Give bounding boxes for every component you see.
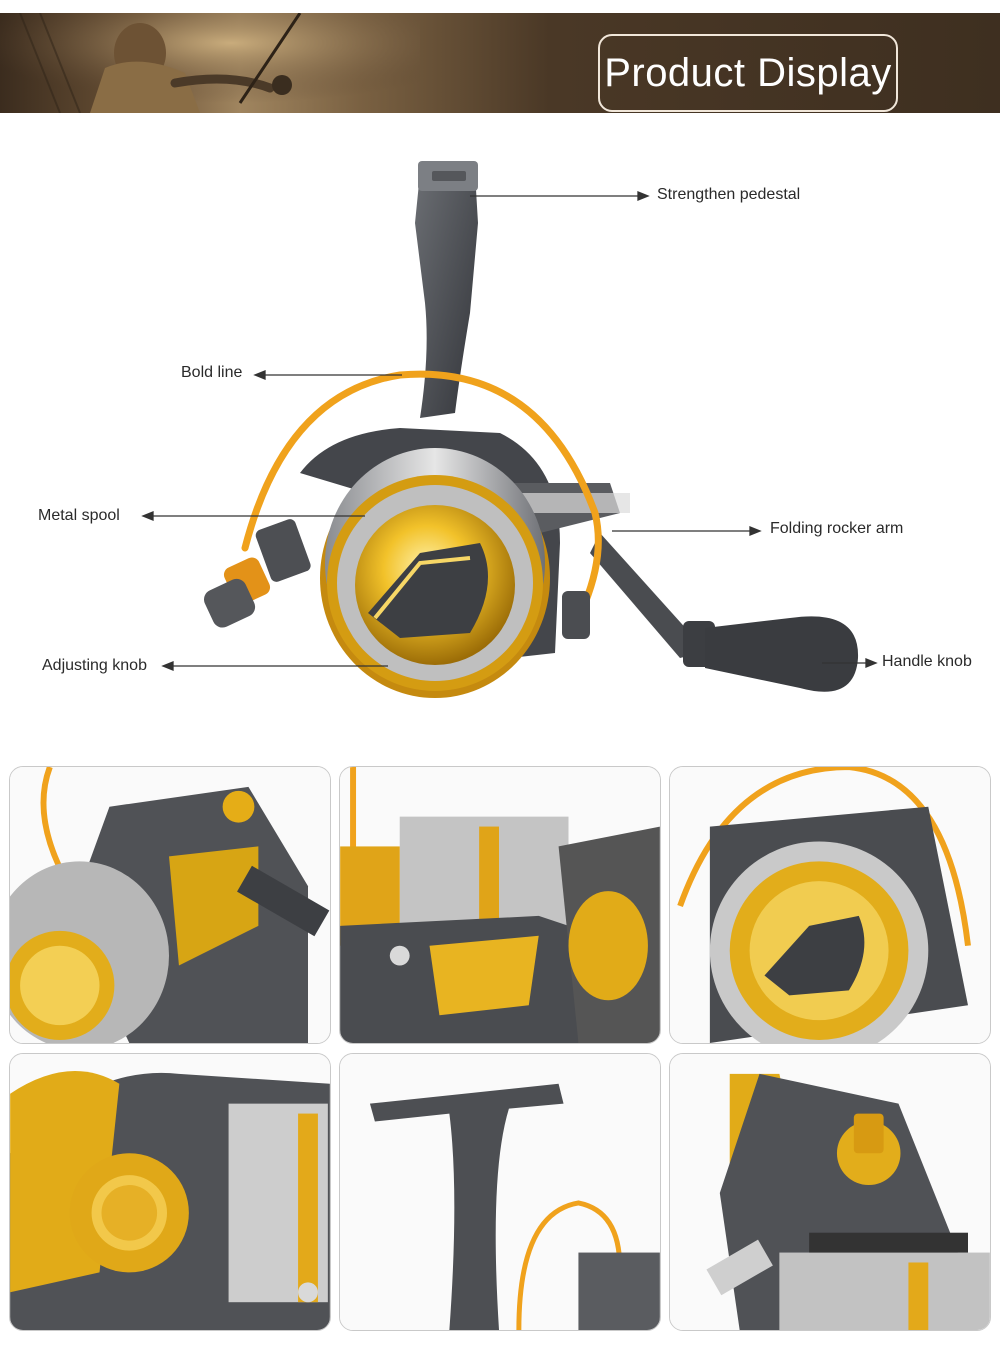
banner-title: Product Display [598,34,898,112]
product-display-banner: Product Display [0,13,1000,113]
label-metal-spool: Metal spool [38,507,120,524]
spinning-reel-illustration [141,161,878,698]
label-folding-rocker-arm: Folding rocker arm [770,520,904,537]
reel-hero-diagram: Strengthen pedestal Bold line Metal spoo… [0,113,1000,753]
label-bold-line: Bold line [181,364,243,381]
label-strengthen-pedestal: Strengthen pedestal [657,186,801,203]
label-adjusting-knob: Adjusting knob [42,657,147,674]
gallery-photo-reel-foot-stem [339,1053,661,1331]
label-handle-knob: Handle knob [882,653,972,670]
gallery-photo-reel-spool-front [669,766,991,1044]
gallery-photo-reel-drag-knob-closeup [669,1053,991,1331]
gallery-photo-reel-side-closeup [9,766,331,1044]
gallery-photo-reel-body-closeup [339,766,661,1044]
fisherman-photo [0,13,420,113]
gallery-photo-reel-rotor-closeup [9,1053,331,1331]
